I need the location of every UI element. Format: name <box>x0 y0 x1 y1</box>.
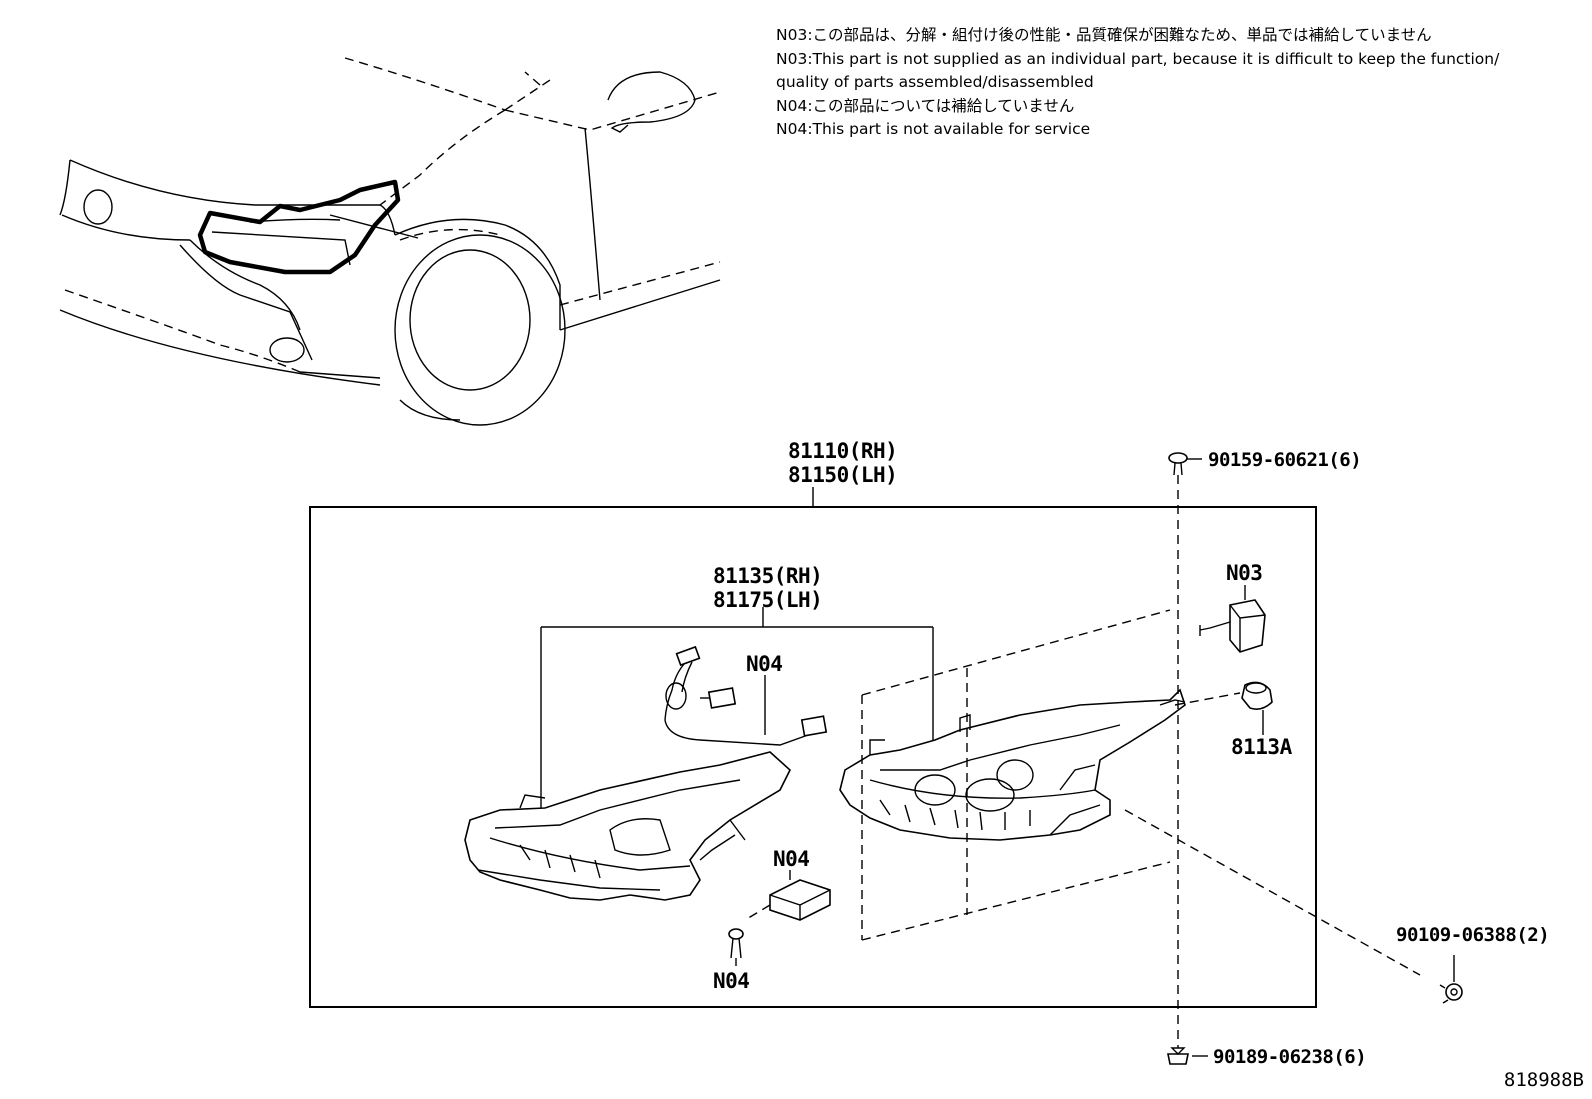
part-label-screw-bottom: 90189-06238(6) <box>1213 1046 1367 1068</box>
service-notes: N03:この部品は、分解・組付け後の性能・品質確保が困難なため、単品では補給して… <box>776 24 1566 142</box>
headlamp-unit-icon <box>464 751 791 901</box>
part-label-assy-rh: 81110(RH) <box>788 439 898 463</box>
note-line: quality of parts assembled/disassembled <box>776 73 1094 91</box>
bulb-socket-icon <box>1241 681 1273 735</box>
part-label-screw: N04 <box>713 969 750 993</box>
part-label-unit-rh: 81135(RH) <box>713 564 823 588</box>
part-label-module: N04 <box>773 847 810 871</box>
clip-icon <box>1167 1047 1208 1065</box>
note-line: N03:This part is not supplied as an indi… <box>776 49 1500 68</box>
part-label-unit-lh: 81175(LH) <box>713 588 823 612</box>
note-line: N04:この部品については補給していません <box>776 96 1075 115</box>
part-label-actuator: N03 <box>1226 561 1263 585</box>
wire-harness-icon <box>664 645 828 746</box>
part-label-screw-side: 90109-06388(2) <box>1396 924 1550 946</box>
control-module-icon <box>744 870 831 921</box>
part-label-harness: N04 <box>746 652 783 676</box>
note-line: N04:This part is not available for servi… <box>776 120 1091 138</box>
note-line: N03:この部品は、分解・組付け後の性能・品質確保が困難なため、単品では補給して… <box>776 26 1432 44</box>
screw-icon <box>728 928 744 966</box>
actuator-icon <box>1199 585 1266 653</box>
clip-icon <box>1439 955 1463 1004</box>
part-label-socket: 8113A <box>1231 735 1292 759</box>
screw-icon <box>1168 452 1202 476</box>
part-label-assy-lh: 81150(LH) <box>788 463 898 487</box>
illustration-id: 818988B <box>1503 1069 1584 1091</box>
part-label-screw-top: 90159-60621(6) <box>1208 449 1362 471</box>
car-front-view-icon <box>59 57 721 426</box>
headlamp-assembly-icon <box>839 688 1186 841</box>
